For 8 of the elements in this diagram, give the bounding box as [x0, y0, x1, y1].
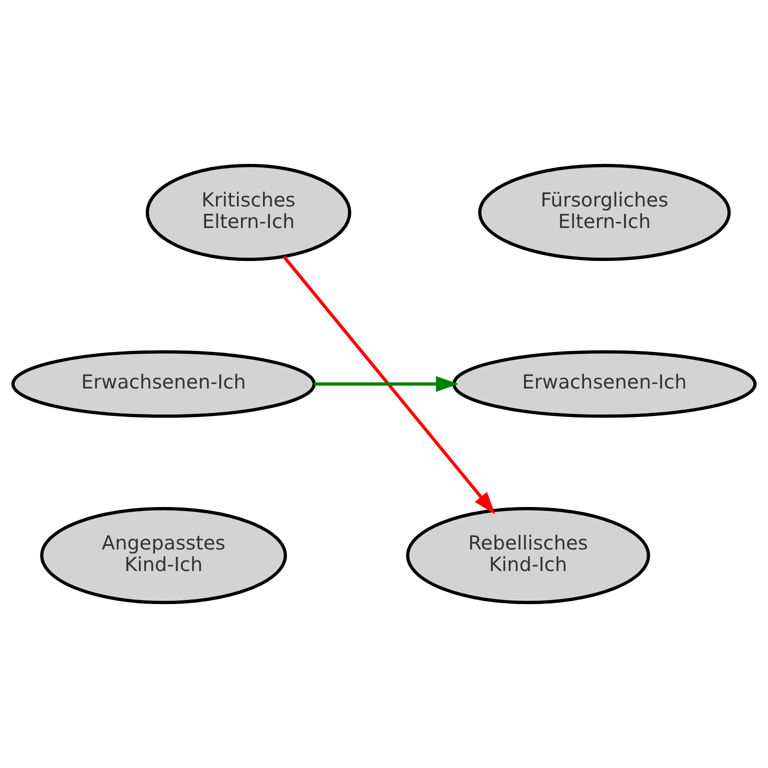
arrow — [314, 376, 459, 392]
node-ellipse: Angepasstes Kind-Ich — [40, 506, 287, 604]
arrow — [282, 256, 496, 514]
node-ellipse: Kritisches Eltern-Ich — [146, 164, 352, 262]
node-ellipse: Rebellisches Kind-Ich — [406, 506, 650, 604]
node-ellipse: Erwachsenen-Ich — [452, 350, 757, 418]
node-ellipse: Erwachsenen-Ich — [11, 350, 316, 418]
node-ellipse: Fürsorgliches Eltern-Ich — [478, 164, 731, 262]
